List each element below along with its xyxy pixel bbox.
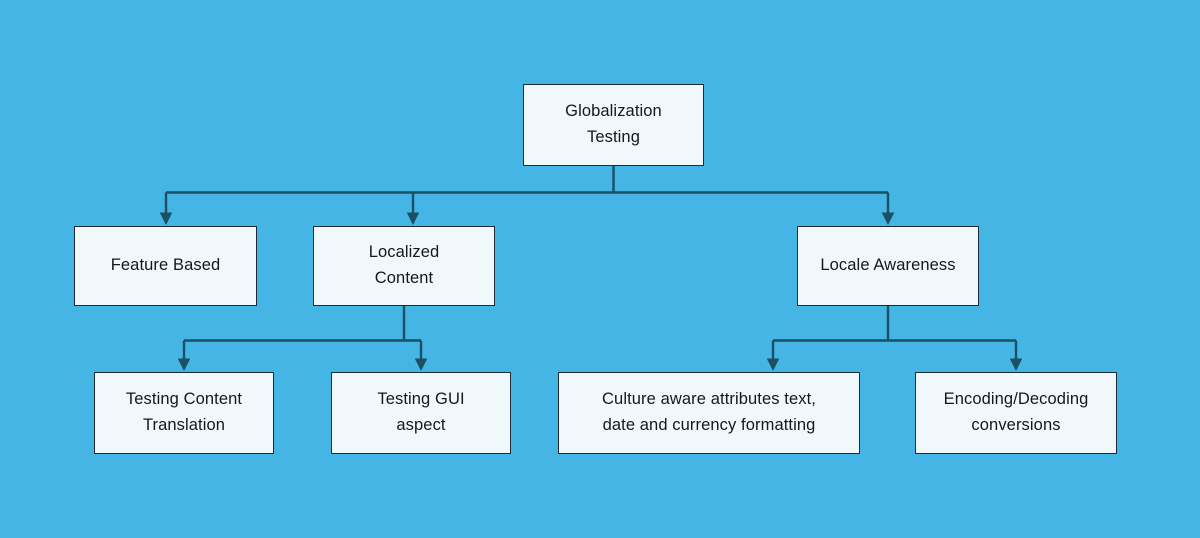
node-label: Globalization Testing	[565, 102, 662, 146]
node-testing-gui-aspect[interactable]: Testing GUI aspect	[331, 372, 511, 454]
node-label: Culture aware attributes text, date and …	[602, 390, 816, 434]
node-locale-awareness[interactable]: Locale Awareness	[797, 226, 979, 306]
node-feature-based[interactable]: Feature Based	[74, 226, 257, 306]
node-label: Encoding/Decoding conversions	[943, 390, 1089, 434]
node-encoding-decoding-conversions[interactable]: Encoding/Decoding conversions	[915, 372, 1117, 454]
node-localized-content[interactable]: Localized Content	[313, 226, 495, 306]
node-testing-content-translation[interactable]: Testing Content Translation	[94, 372, 274, 454]
node-label: Testing Content Translation	[125, 390, 243, 434]
node-culture-aware-attributes[interactable]: Culture aware attributes text, date and …	[558, 372, 860, 454]
node-label: Feature Based	[110, 256, 221, 275]
node-label: Localized Content	[368, 243, 440, 287]
node-label: Testing GUI aspect	[377, 390, 465, 434]
node-label: Locale Awareness	[820, 256, 956, 275]
node-globalization-testing[interactable]: Globalization Testing	[523, 84, 704, 166]
